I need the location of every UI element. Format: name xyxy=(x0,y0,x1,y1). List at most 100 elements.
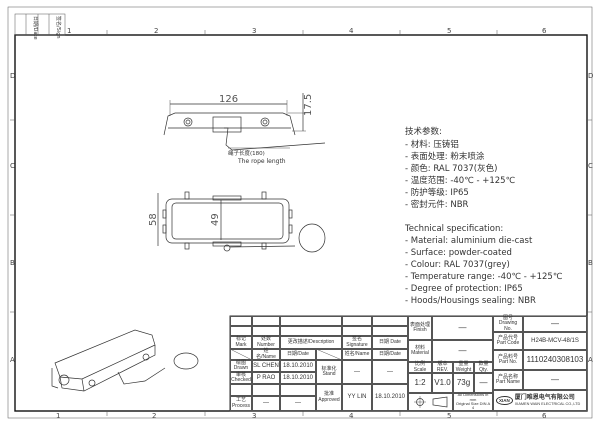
revision-cell xyxy=(342,326,372,336)
outer-border xyxy=(7,6,593,419)
size-note: Original Size DIN A 4 xyxy=(455,401,491,411)
title-block-qty-value: — xyxy=(479,377,488,387)
title-block-part-no-label: 产品料号 Part No. xyxy=(497,353,518,365)
checked-date: 18.10.2010 xyxy=(280,372,316,384)
notes-cell: All Dimensions in mm Original Size DIN A… xyxy=(453,393,493,411)
revision-cell xyxy=(372,316,408,326)
title-block-drawn-name: SL CHEN xyxy=(253,362,279,369)
border-zones-bottom-0: 1 xyxy=(56,412,60,420)
title-block-drawn: 绘图 Drawn xyxy=(233,359,249,371)
border-zones-bottom-3: 4 xyxy=(349,412,354,420)
rope-length-label-en: The rope length xyxy=(237,158,286,165)
title-block-drawing-no-value: — xyxy=(551,318,559,328)
border-zones-side-3: A xyxy=(10,356,15,364)
title-block-weight-value: 73g xyxy=(456,377,471,387)
spec-cn-lines-5: - 密封元件: NBR xyxy=(405,199,469,210)
title-block-part-no-value: 1110240308103 xyxy=(526,354,584,364)
title-block-material-value: — xyxy=(458,345,467,355)
spec-cn-lines-2: - 颜色: RAL 7037(灰色) xyxy=(405,163,497,174)
drawn-date: 18.10.2010 xyxy=(280,360,316,372)
title-block-process-date: — xyxy=(295,400,301,407)
projection-symbol-cell xyxy=(408,393,453,411)
border-zones-side-1: C xyxy=(10,162,15,170)
spec-en-lines-1: - Surface: powder-coated xyxy=(405,248,512,258)
border-zones-top-5: 6 xyxy=(542,27,547,35)
company-name-cn: 厦门唯恩电气有限公司 xyxy=(514,394,575,401)
part-name-value: — xyxy=(523,370,587,390)
border-zones-bottom-4: 5 xyxy=(447,412,451,420)
stand-name: — xyxy=(342,360,372,384)
checked-by-name: P RAO xyxy=(252,372,280,384)
part-code-value: H24B-MCV-48/1S xyxy=(523,332,587,350)
revision-value: V1.0 xyxy=(432,373,453,393)
title-block-finish-label: 表面处理 Finish xyxy=(410,321,431,333)
title-block-process-name: — xyxy=(263,400,269,407)
checked-label: 审核 Checked xyxy=(230,372,252,384)
description-header: 更改描述/Description xyxy=(280,336,342,349)
approved-label: 批准 Approved xyxy=(316,384,342,411)
title-block-checked-date: 18.10.2010 xyxy=(282,374,314,381)
revision-cell xyxy=(342,316,372,326)
isometric-view xyxy=(51,329,199,392)
spec-cn-lines-3: - 温度范围: -40℃ - +125℃ xyxy=(405,175,516,186)
border-zones-bottom-5: 6 xyxy=(542,412,547,420)
border-zones-top-4: 5 xyxy=(447,27,451,35)
zone-labels: 1 2 3 4 5 6 1 2 3 4 5 6 D C B A D C B A xyxy=(10,27,593,420)
title-block-weight-label: 重量 Weight xyxy=(455,361,472,373)
revision-cell xyxy=(280,316,342,326)
outer-width-dimension: 58 xyxy=(148,213,159,226)
height-dimension: 17.5 xyxy=(303,94,314,116)
diagonal-cell xyxy=(316,349,342,360)
inner-width-dimension: 49 xyxy=(210,213,221,226)
scale-label: 比例 Scale xyxy=(408,361,432,373)
company-name: 厦门唯恩电气有限公司 XIAMEN WAIN ELECTRICAL CO.,LT… xyxy=(515,395,580,406)
date-header: 日期/Date xyxy=(280,349,316,360)
title-block-rev-value: V1.0 xyxy=(434,377,451,387)
title-block-stand-date: — xyxy=(387,368,393,375)
border-zones-top-0: 1 xyxy=(67,27,71,35)
title-block-stand: 标准化 Stand xyxy=(321,365,337,377)
spec-en-lines-4: - Degree of protection: IP65 xyxy=(405,284,523,294)
revision-cell xyxy=(372,326,408,336)
title-block-checked-name: P RAO xyxy=(256,374,276,381)
weight-value: 73g xyxy=(453,373,474,393)
spec-cn-lines-1: - 表面处理: 粉末喷涂 xyxy=(405,151,485,162)
border-zones-side-2: B xyxy=(588,259,593,267)
revision-strip: 日期/Date 签名/Sign xyxy=(14,13,66,40)
side-view: 126 17.5 绳子长度(180) The rope length xyxy=(163,93,326,165)
process-name: — xyxy=(252,396,280,411)
approved-by-name: YY LIN xyxy=(342,384,372,411)
width-dimension: 126 xyxy=(219,94,238,105)
title-block-mark: 标记 Mark xyxy=(235,336,247,348)
part-name-label: 产品名称 Part Name xyxy=(493,370,523,390)
border-zones-side-3: A xyxy=(588,356,593,364)
title-block-part-name-label: 产品名称 Part Name xyxy=(496,373,520,385)
title-block-approved: 批准 Approved xyxy=(318,391,340,403)
border-zones-top-3: 4 xyxy=(349,27,354,35)
projection-symbol-icon xyxy=(413,396,447,408)
process-date: — xyxy=(280,396,316,411)
title-block-description: 更改描述/Description xyxy=(287,338,335,345)
company-cell: XIAN 厦门唯恩电气有限公司 XIAMEN WAIN ELECTRICAL C… xyxy=(493,390,587,411)
spec-en-lines-2: - Colour: RAL 7037(grey) xyxy=(405,260,510,270)
drawn-label: 绘图 Drawn xyxy=(230,360,252,372)
spec-cn-lines-0: - 材料: 压铸铝 xyxy=(405,139,459,150)
revision-cell xyxy=(230,326,252,336)
signature-header: 签名 Signature xyxy=(342,336,372,349)
border-zones-top-1: 2 xyxy=(154,27,158,35)
date-header-2: 日期/Date xyxy=(372,349,408,360)
blank-cell xyxy=(252,384,280,396)
material-label: 材料 Material xyxy=(408,340,432,362)
qty-label: 数量 Qty. xyxy=(474,361,493,373)
spec-en-lines-5: - Hoods/Housings sealing: NBR xyxy=(405,296,536,306)
drawing-no-label: 图号 Drawing No. xyxy=(493,315,523,332)
spec-en-lines-0: - Material: aluminium die-cast xyxy=(405,236,533,246)
name-header-2: 姓名/Name xyxy=(342,349,372,360)
revision-cell xyxy=(252,326,280,336)
revision-date-label: 日期/Date xyxy=(32,16,38,40)
title-block-process: 工艺 Process xyxy=(231,397,251,409)
title-block-rev-label: 版本 REV. xyxy=(436,361,449,373)
spec-cn-lines-4: - 防护等级: IP65 xyxy=(405,187,469,198)
border-zones-bottom-2: 3 xyxy=(252,412,256,420)
material-value: — xyxy=(432,340,493,362)
